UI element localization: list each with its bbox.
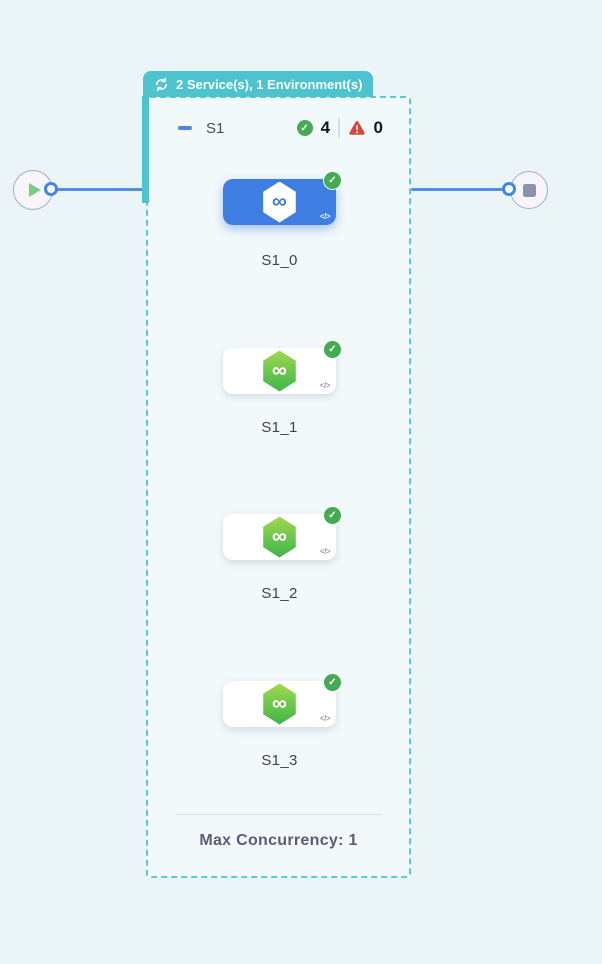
footer-divider — [176, 814, 382, 815]
step-node-s1-1[interactable]: ∞ </> ✓ — [223, 340, 342, 394]
matrix-header-badge[interactable]: 2 Service(s), 1 Environment(s) — [143, 71, 374, 97]
infinity-glyph: ∞ — [272, 525, 287, 548]
step-node-s1-3[interactable]: ∞ </> ✓ — [223, 673, 342, 727]
success-badge-icon: ✓ — [323, 171, 342, 190]
count-divider — [338, 118, 340, 138]
node-label: S1_2 — [261, 585, 298, 602]
infinity-glyph: ∞ — [272, 692, 287, 715]
success-badge-icon: ✓ — [323, 506, 342, 525]
code-icon: </> — [319, 381, 331, 390]
code-icon: </> — [319, 212, 331, 221]
code-icon: </> — [319, 714, 331, 723]
matrix-node-group-1: ∞ </> ✓ S1_1 — [223, 340, 342, 436]
failed-count: 0 — [373, 118, 383, 137]
play-icon — [29, 183, 41, 197]
node-label: S1_1 — [261, 419, 298, 436]
matrix-node-group-3: ∞ </> ✓ S1_3 — [223, 673, 342, 769]
matrix-stage-container — [146, 96, 411, 878]
step-node-s1-0[interactable]: ∞ </> ✓ — [223, 171, 342, 225]
harness-service-icon: ∞ — [263, 181, 296, 223]
node-label: S1_0 — [261, 252, 298, 269]
harness-service-icon: ∞ — [263, 350, 296, 392]
success-badge-icon: ✓ — [323, 340, 342, 359]
matrix-node-group-0: ∞ </> ✓ S1_0 — [223, 171, 342, 269]
success-count-icon: ✓ — [296, 120, 313, 136]
end-connector-port — [502, 182, 516, 196]
matrix-node-group-2: ∞ </> ✓ S1_2 — [223, 506, 342, 602]
infinity-glyph: ∞ — [272, 359, 287, 382]
matrix-left-strip — [142, 96, 149, 203]
max-concurrency-label: Max Concurrency: 1 — [199, 832, 358, 849]
node-label: S1_3 — [261, 752, 298, 769]
stage-header-row: S1 ✓ 4 0 — [146, 114, 411, 142]
success-badge-icon: ✓ — [323, 673, 342, 692]
stage-name: S1 — [206, 119, 225, 137]
step-node-s1-2[interactable]: ∞ </> ✓ — [223, 506, 342, 560]
success-count: 4 — [320, 118, 331, 137]
warning-triangle-icon — [348, 120, 365, 135]
stop-icon — [522, 183, 536, 197]
harness-service-icon: ∞ — [263, 683, 296, 725]
code-icon: </> — [319, 547, 331, 556]
loop-icon — [156, 77, 167, 91]
infinity-glyph: ∞ — [272, 190, 287, 213]
edge-start-to-stage — [51, 188, 146, 191]
start-connector-port — [44, 182, 58, 196]
harness-service-icon: ∞ — [263, 516, 296, 558]
collapse-minus-icon[interactable] — [178, 126, 192, 130]
edge-stage-to-end — [411, 188, 503, 191]
matrix-badge-label: 2 Service(s), 1 Environment(s) — [176, 76, 363, 92]
